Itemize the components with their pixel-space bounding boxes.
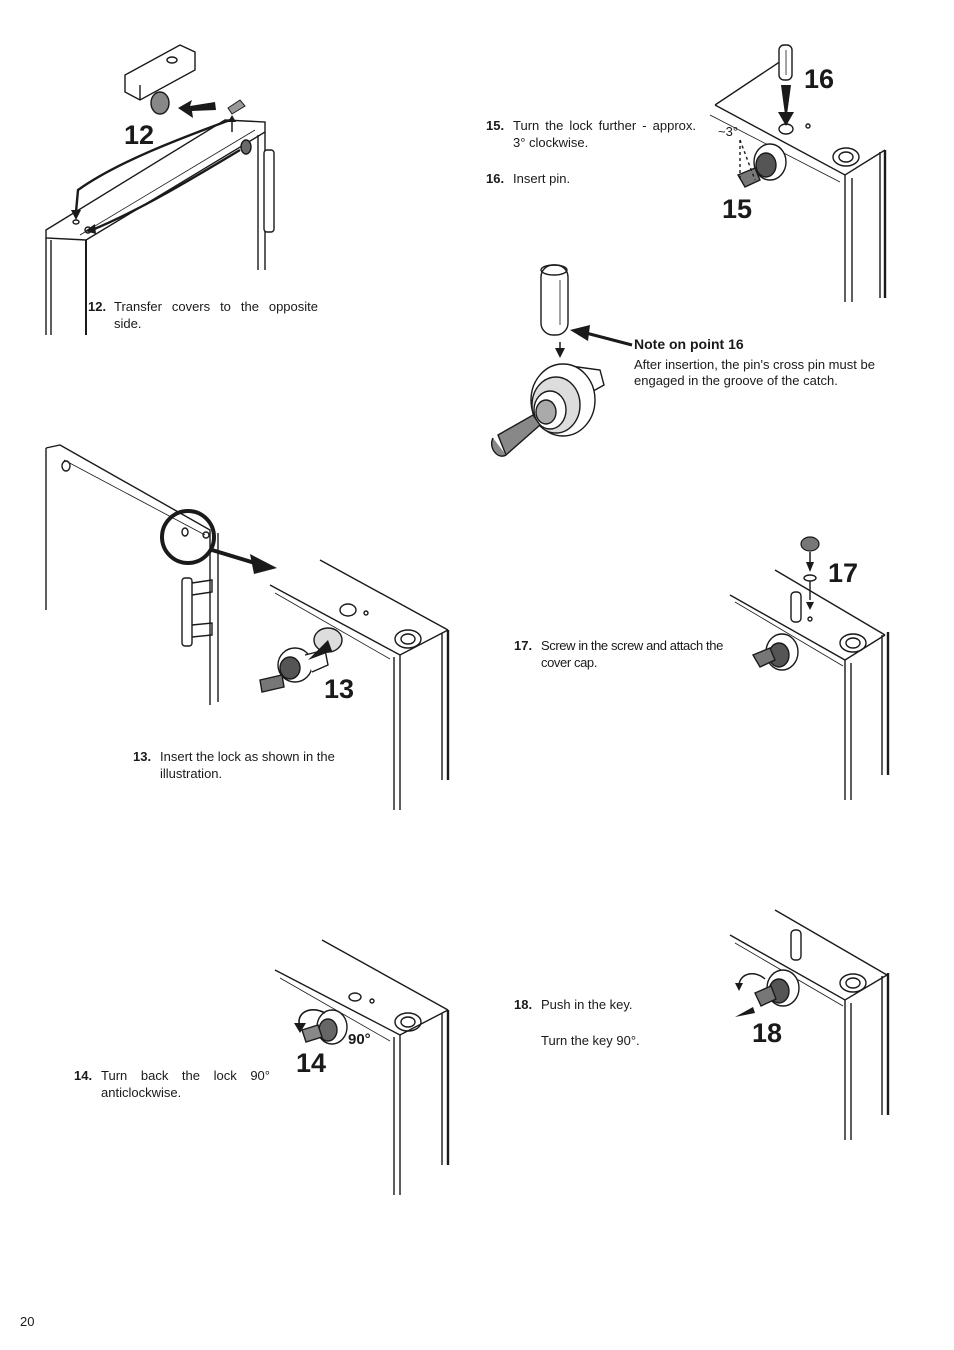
figure-step-13-cabinet-illustration <box>45 444 259 705</box>
step-13-zoom-arrow <box>250 554 277 574</box>
figure-pin-detail-illustration <box>491 264 605 457</box>
step-12-number: 12 <box>124 120 155 150</box>
step-16-number: 16 <box>804 64 835 94</box>
figure-step-18-illustration <box>729 909 890 1140</box>
figure-step-12-illustration <box>45 44 275 335</box>
note-heading: Note on point 16 <box>634 336 744 352</box>
step-18-number: 18 <box>752 1018 783 1048</box>
figure-step-15-16-illustration <box>709 44 887 302</box>
step-14-instruction: 14. Turn back the lock 90° anticlockwise… <box>74 1067 270 1101</box>
step-17-number: 17 <box>828 558 859 588</box>
note-body: After insertion, the pin's cross pin mus… <box>634 357 875 388</box>
step-12-instruction: 12. Transfer covers to the opposite side… <box>88 298 318 332</box>
step-15-instruction: 15. Turn the lock further - approx. 3° c… <box>486 117 696 151</box>
step-13-instruction: 13. Insert the lock as shown in the illu… <box>133 748 343 782</box>
step-18-instruction: 18. Push in the key. Turn the key 90°. <box>514 996 724 1049</box>
step-14-label: 14. <box>74 1068 93 1083</box>
step-15-angle-label: ~3° <box>718 124 739 139</box>
step-16-text: Insert pin. <box>513 171 571 186</box>
step-13-text: Insert the lock as shown in the illustra… <box>160 749 335 781</box>
step-15-text: Turn the lock further - approx. 3° clock… <box>513 118 696 150</box>
step-14-number: 14 <box>296 1048 327 1078</box>
figure-step-13-detail-illustration <box>259 559 450 810</box>
step-18-text: Push in the key. <box>541 997 633 1012</box>
page-number: 20 <box>20 1314 35 1329</box>
step-12-text: Transfer covers to the opposite side. <box>114 299 318 331</box>
step-15-label: 15. <box>486 118 505 133</box>
step-12-label: 12. <box>88 299 107 314</box>
step-14-text: Turn back the lock 90° anticlockwise. <box>101 1068 270 1100</box>
step-14-angle-label: 90° <box>348 1031 371 1048</box>
step-18-text-2: Turn the key 90°. <box>541 1033 640 1048</box>
note-arrow <box>570 325 633 347</box>
step-17-instruction: 17. Screw in the screw and attach the co… <box>514 637 724 671</box>
step-17-text: Screw in the screw and attach the cover … <box>541 638 723 670</box>
step-18-label: 18. <box>514 997 533 1012</box>
step-13-label: 13. <box>133 749 152 764</box>
step-16-instruction: 16. Insert pin. <box>486 170 696 187</box>
figure-step-17-illustration <box>729 536 890 800</box>
step-15-number: 15 <box>722 194 753 224</box>
step-13-number: 13 <box>324 674 355 704</box>
step-17-label: 17. <box>514 638 533 653</box>
step-16-label: 16. <box>486 171 505 186</box>
figure-step-14-illustration <box>274 939 450 1195</box>
